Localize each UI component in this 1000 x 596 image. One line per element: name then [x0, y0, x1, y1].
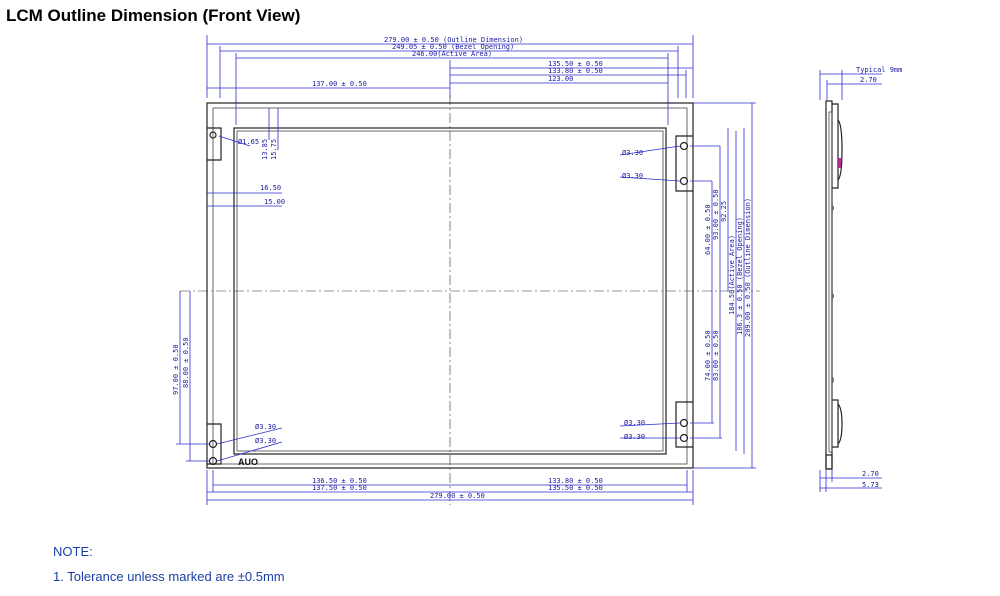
dim-active-width: 246.00(Active Area) [412, 50, 492, 58]
dim-right-133-80: 133.80 ± 0.50 [548, 67, 603, 75]
hole-top-right-1 [679, 141, 689, 151]
note-heading: NOTE: [53, 544, 93, 559]
dim-13-85: 13.85 [261, 139, 269, 160]
dim-16-50: 16.50 [260, 184, 281, 192]
dim-88: 88.00 ± 0.50 [182, 337, 190, 388]
dim-right-123: 123.00 [548, 75, 573, 83]
label-hole-tr2: Ø3.30 [622, 172, 643, 180]
hole-top-right-2 [679, 176, 689, 186]
dim-279-bottom: 279.00 ± 0.50 [430, 492, 485, 500]
dim-15-75: 15.75 [270, 139, 278, 160]
dim-92-25: 92.25 [720, 201, 728, 222]
side-typical-9mm: Typical 9mm [856, 66, 902, 74]
dim-74: 74.00 ± 0.50 [704, 330, 712, 381]
dim-186-3: 186.3 ± 0.50 (Bezel Opening) [736, 217, 744, 335]
label-hole-br1: Ø3.30 [624, 419, 645, 427]
side-2-70-top: 2.70 [860, 76, 877, 84]
dim-hole-165: Ø1.65 [238, 138, 259, 146]
label-hole-br2: Ø3.30 [624, 433, 645, 441]
dim-135-50-bottom: 135.50 ± 0.50 [548, 484, 603, 492]
dim-outline-width: 279.00 ± 0.50 (Outline Dimension) [384, 36, 523, 44]
left-hole-labels: Ø3.30 Ø3.30 [216, 423, 283, 462]
note-item-1: 1. Tolerance unless marked are ±0.5mm [53, 569, 285, 584]
mounting-holes [208, 131, 689, 466]
dim-83: 83.00 ± 0.50 [712, 330, 720, 381]
dim-133-80-bottom: 133.80 ± 0.50 [548, 477, 603, 485]
right-hole-labels: Ø3.30 Ø3.30 Ø3.30 Ø3.30 [619, 145, 681, 441]
dim-209: 209.00 ± 0.50 (Outline Dimension) [744, 198, 752, 337]
hole-bottom-right-1 [679, 418, 689, 428]
dim-15-00: 15.00 [264, 198, 285, 206]
dim-136-50: 136.50 ± 0.50 [312, 477, 367, 485]
hole-bottom-right-2 [679, 433, 689, 443]
auo-logo: AUO [238, 457, 258, 467]
dim-137-50: 137.50 ± 0.50 [312, 484, 367, 492]
dim-97: 97.00 ± 0.50 [172, 344, 180, 395]
label-hole-tr1: Ø3.30 [622, 149, 643, 157]
side-connector [838, 158, 841, 168]
centre-lines [180, 95, 760, 505]
side-2-70-bottom: 2.70 [862, 470, 879, 478]
dim-184-50: 184.50(Active Area) [728, 235, 736, 315]
dim-93: 93.00 ± 0.50 [712, 189, 720, 240]
bottom-dimensions: 136.50 ± 0.50 137.50 ± 0.50 133.80 ± 0.5… [206, 470, 694, 505]
dim-64: 64.00 ± 0.50 [704, 204, 712, 255]
side-5-73: 5.73 [862, 481, 879, 489]
top-dimensions: 279.00 ± 0.50 (Outline Dimension) 249.05… [206, 35, 694, 125]
hole-top-left [209, 131, 217, 139]
left-vertical-dimensions: 97.00 ± 0.50 88.00 ± 0.50 [172, 291, 210, 462]
dim-bezel-width: 249.05 ± 0.50 (Bezel Opening) [392, 43, 514, 51]
label-hole-bl1: Ø3.30 [255, 423, 276, 431]
drawing-title: LCM Outline Dimension (Front View) [6, 6, 301, 25]
right-vertical-dimensions: 64.00 ± 0.50 93.00 ± 0.50 92.25 184.50(A… [690, 102, 756, 469]
label-hole-bl2: Ø3.30 [255, 437, 276, 445]
dim-right-135-50: 135.50 ± 0.50 [548, 60, 603, 68]
dim-left-137: 137.00 ± 0.50 [312, 80, 367, 88]
side-view: Typical 9mm 2.70 2.70 5.73 [819, 66, 902, 492]
left-top-dimensions: Ø1.65 13.85 15.75 16.50 15.00 [207, 108, 285, 207]
